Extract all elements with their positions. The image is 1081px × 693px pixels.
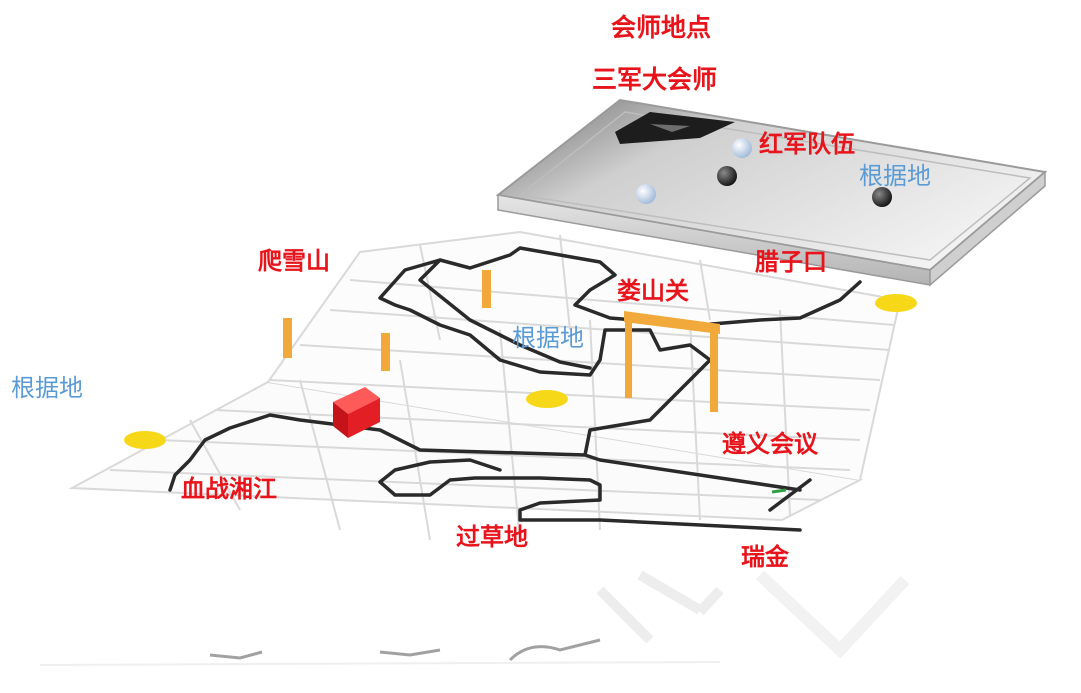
ball-black-icon	[872, 187, 892, 207]
label-xiangjiang: 血战湘江	[181, 474, 277, 503]
label-ruijin: 瑞金	[741, 542, 789, 571]
ball-blue-icon	[636, 184, 656, 204]
snow-mountain-posts	[283, 270, 491, 371]
label-snow-mountain: 爬雪山	[258, 246, 330, 275]
label-red-army: 红军队伍	[759, 129, 855, 158]
destination-tray	[495, 98, 1048, 287]
ball-black-icon	[717, 166, 737, 186]
label-lazikou: 腊子口	[755, 247, 827, 276]
label-base-top-right: 根据地	[859, 162, 931, 190]
marker-right-icon	[875, 294, 917, 312]
marker-left-icon	[124, 431, 166, 449]
label-base-center: 根据地	[512, 324, 584, 352]
red-cube-icon	[333, 387, 380, 438]
label-grassland: 过草地	[456, 522, 528, 551]
marker-center-icon	[526, 390, 568, 408]
route-track	[168, 246, 862, 532]
label-base-left: 根据地	[11, 374, 83, 402]
green-start-mark	[771, 488, 787, 494]
label-zunyi: 遵义会议	[722, 429, 818, 458]
ball-blue-icon	[732, 138, 752, 158]
reflection-strip	[39, 570, 910, 666]
yellow-markers	[124, 294, 917, 449]
loushanguan-gate	[624, 311, 720, 412]
army-balls	[636, 138, 892, 207]
label-loushanguan: 娄山关	[617, 276, 689, 305]
header-title: 会师地点	[611, 13, 712, 42]
header-subtitle: 三军大会师	[592, 65, 718, 94]
